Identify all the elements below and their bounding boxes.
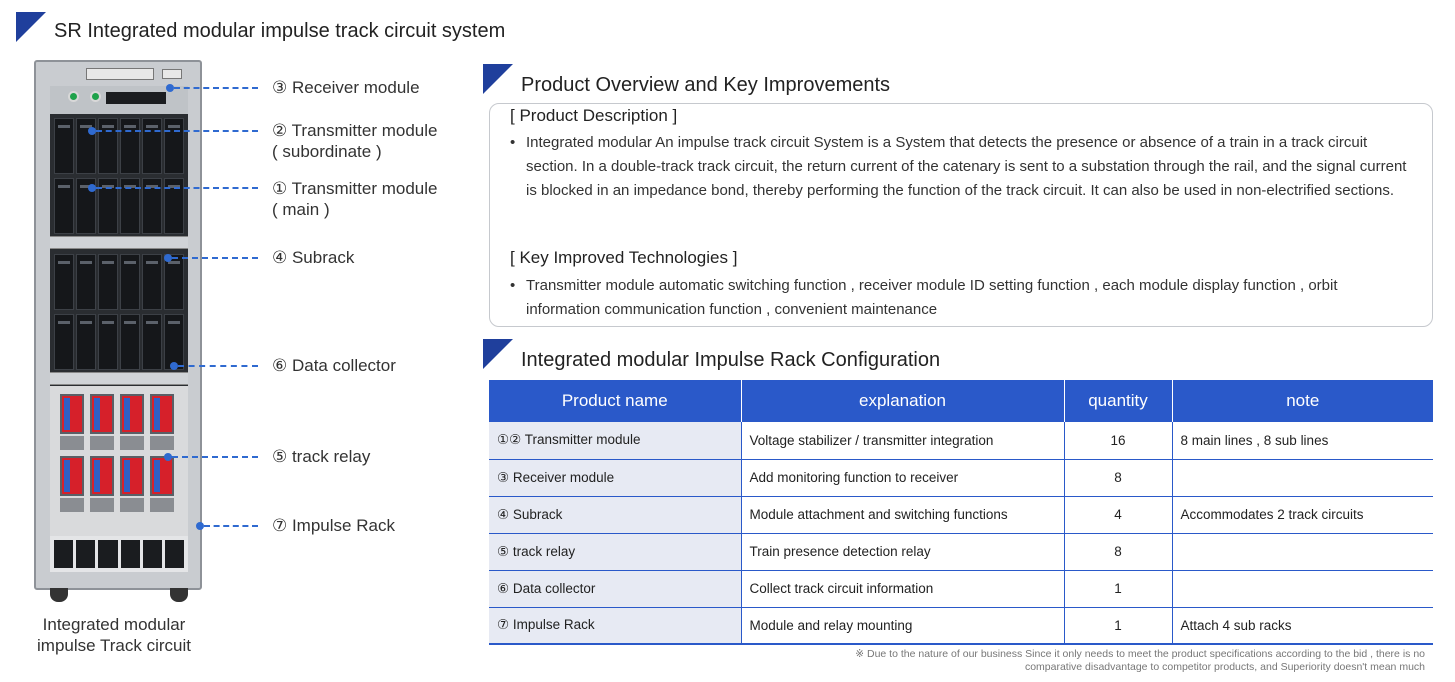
overview-corner-icon — [483, 64, 517, 98]
callout-dot — [164, 254, 172, 262]
cell-quantity: 16 — [1063, 422, 1172, 460]
cell-quantity: 4 — [1063, 496, 1172, 534]
header-quantity: quantity — [1063, 380, 1172, 422]
description-box — [489, 103, 1433, 327]
config-title: Integrated modular Impulse Rack Configur… — [521, 349, 941, 371]
header-product-name: Product name — [489, 380, 741, 422]
cell-explanation: Add monitoring function to receiver — [740, 459, 1064, 497]
callout-dot — [88, 184, 96, 192]
transmitter-sub-modules — [54, 118, 184, 174]
rack-image — [34, 60, 202, 602]
cell-note — [1171, 570, 1433, 608]
table-row: ⑦ Impulse Rack Module and relay mounting… — [489, 607, 1433, 645]
description-bullet: • Integrated modular An impulse track ci… — [510, 134, 1407, 199]
callout-leader — [178, 365, 258, 367]
cell-quantity: 1 — [1063, 570, 1172, 608]
cell-note — [1171, 459, 1433, 497]
socket-strip — [50, 536, 188, 572]
wheel-icon — [170, 588, 188, 602]
callout-leader — [96, 130, 258, 132]
cell-quantity: 8 — [1063, 533, 1172, 571]
receiver-module-panel — [50, 86, 188, 114]
footnote: ※ Due to the nature of our business Sinc… — [855, 648, 1425, 673]
table-row: ④ Subrack Module attachment and switchin… — [489, 496, 1433, 534]
cell-note — [1171, 533, 1433, 571]
callout-dot — [196, 522, 204, 530]
display-icon — [106, 92, 166, 104]
cell-name: ①② Transmitter module — [489, 422, 741, 460]
callout-receiver-module: ③ Receiver module — [272, 78, 420, 97]
callout-leader — [174, 87, 258, 89]
cell-explanation: Module and relay mounting — [740, 607, 1064, 645]
rack-top-label-small — [162, 69, 182, 79]
cell-note: Accommodates 2 track circuits — [1171, 496, 1433, 534]
table-row: ①② Transmitter module Voltage stabilizer… — [489, 422, 1433, 460]
data-collector-bar — [50, 372, 188, 385]
green-indicator-icon — [90, 91, 101, 102]
description-heading: [ Product Description ] — [510, 106, 678, 125]
header-explanation: explanation — [740, 380, 1064, 422]
callout-dot — [164, 453, 172, 461]
cell-explanation: Voltage stabilizer / transmitter integra… — [740, 422, 1064, 460]
relay-icon — [150, 394, 174, 434]
callout-leader — [172, 257, 258, 259]
tech-bullet: • Transmitter module automatic switching… — [510, 277, 1338, 318]
relay-icon — [120, 394, 144, 434]
table-row: ⑤ track relay Train presence detection r… — [489, 533, 1433, 571]
callout-impulse-rack: ⑦ Impulse Rack — [272, 516, 395, 535]
rack-interior — [50, 86, 188, 572]
rack-top-label — [86, 68, 154, 80]
module-row-4 — [54, 314, 184, 370]
relay-icon — [150, 456, 174, 496]
callout-dot — [88, 127, 96, 135]
cell-explanation: Collect track circuit information — [740, 570, 1064, 608]
cell-explanation: Module attachment and switching function… — [740, 496, 1064, 534]
cell-name: ④ Subrack — [489, 496, 741, 534]
cell-name: ③ Receiver module — [489, 459, 741, 497]
relay-icon — [90, 456, 114, 496]
callout-dot — [170, 362, 178, 370]
subrack-bar — [50, 236, 188, 249]
callout-track-relay: ⑤ track relay — [272, 447, 371, 466]
cell-quantity: 8 — [1063, 459, 1172, 497]
wheel-icon — [50, 588, 68, 602]
callout-leader — [204, 525, 258, 527]
rack-caption: Integrated modular impulse Track circuit — [37, 615, 191, 655]
relay-icon — [60, 456, 84, 496]
green-indicator-icon — [68, 91, 79, 102]
callout-data-collector: ⑥ Data collector — [272, 356, 396, 375]
cell-quantity: 1 — [1063, 607, 1172, 645]
callout-transmitter-sub: ② Transmitter module ( subordinate ) — [272, 121, 438, 161]
config-table: Product name explanation quantity note ①… — [489, 380, 1433, 645]
relay-icon — [120, 456, 144, 496]
callout-leader — [96, 187, 258, 189]
callout-dot — [166, 84, 174, 92]
callout-transmitter-main: ① Transmitter module ( main ) — [272, 179, 438, 219]
cell-explanation: Train presence detection relay — [740, 533, 1064, 571]
table-header-row: Product name explanation quantity note — [489, 380, 1433, 422]
module-row-3 — [54, 254, 184, 310]
callout-subrack: ④ Subrack — [272, 248, 355, 267]
overview-title: Product Overview and Key Improvements — [521, 74, 891, 96]
table-row: ⑥ Data collector Collect track circuit i… — [489, 570, 1433, 608]
page-title: SR Integrated modular impulse track circ… — [54, 20, 506, 42]
config-corner-icon — [483, 339, 517, 373]
transmitter-main-modules — [54, 178, 184, 234]
title-corner-icon — [16, 12, 50, 46]
relay-icon — [90, 394, 114, 434]
header-note: note — [1171, 380, 1433, 422]
table-row: ③ Receiver module Add monitoring functio… — [489, 459, 1433, 497]
cell-note: Attach 4 sub racks — [1171, 607, 1433, 645]
tech-heading: [ Key Improved Technologies ] — [510, 248, 738, 267]
cell-name: ⑤ track relay — [489, 533, 741, 571]
cell-note: 8 main lines , 8 sub lines — [1171, 422, 1433, 460]
relay-area — [50, 386, 188, 536]
cell-name: ⑦ Impulse Rack — [489, 607, 741, 645]
cell-name: ⑥ Data collector — [489, 570, 741, 608]
relay-icon — [60, 394, 84, 434]
callout-leader — [172, 456, 258, 458]
